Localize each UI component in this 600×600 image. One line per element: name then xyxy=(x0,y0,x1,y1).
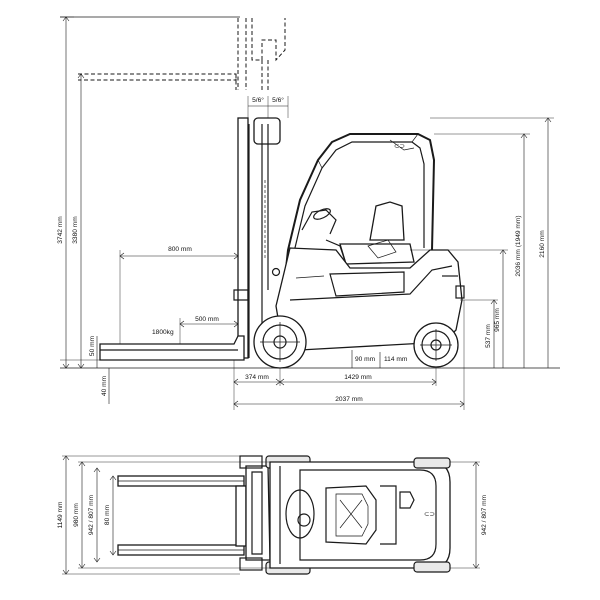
fork-width-label: 80 mm xyxy=(104,504,111,525)
height-max-label: 3742 mm xyxy=(57,216,64,244)
top-carriage xyxy=(235,455,271,571)
lowered-forks xyxy=(99,335,245,361)
overhead-guard-label: 2036 mm (1949 mm) xyxy=(515,215,522,276)
right-height-dimensions xyxy=(410,117,554,368)
ground-clearance-2-label: 114 mm xyxy=(384,356,408,363)
svg-text:⊂⊃: ⊂⊃ xyxy=(424,511,436,518)
mast-tilt-label-2: 5/6° xyxy=(272,96,284,104)
overhead-guard: ⊂⊃ xyxy=(281,133,436,307)
load-center-dimensions xyxy=(119,250,239,344)
front-overhang-label: 374 mm xyxy=(245,374,269,381)
top-forks xyxy=(117,475,245,556)
mast-tilt-label: 5/6° xyxy=(252,96,264,104)
fork-thickness-label: 50 mm xyxy=(89,335,96,356)
operator-area xyxy=(301,201,415,265)
front-wheel xyxy=(253,315,307,369)
mast xyxy=(233,117,281,359)
lowered-label: 40 mm xyxy=(101,375,108,396)
top-rear-wheels xyxy=(413,457,451,573)
top-view: ⊂⊃ 1149 mm 980 mm 942 / 807 mm 80 mm 9 xyxy=(57,455,488,575)
chassis xyxy=(275,247,465,351)
raised-carriage xyxy=(60,16,286,90)
side-view: ⊂⊃ xyxy=(57,16,560,410)
rear-wheel xyxy=(413,322,459,368)
front-track-label: 942 / 807 mm xyxy=(88,494,95,535)
rear-track-label: 942 / 807 mm xyxy=(481,494,488,535)
height-lift-label: 3380 mm xyxy=(72,216,79,244)
length-dimensions xyxy=(233,300,465,410)
load-center-small-label: 500 mm xyxy=(195,316,219,323)
mast-tilt-dimension xyxy=(247,96,289,118)
overall-width-label: 1149 mm xyxy=(57,501,64,529)
total-height-label: 2160 mm xyxy=(539,230,546,258)
top-body: ⊂⊃ xyxy=(269,461,451,569)
seat-height-label: 965 mm xyxy=(494,308,501,332)
left-height-dimensions xyxy=(60,16,110,404)
step-height-label: 537 mm xyxy=(485,324,492,348)
wheelbase-label: 1429 mm xyxy=(344,374,372,381)
fork-carriage-label: 980 mm xyxy=(73,503,80,527)
svg-text:⊂⊃: ⊂⊃ xyxy=(394,143,406,150)
ground-clearance-1-label: 90 mm xyxy=(355,356,376,363)
load-center-label: 800 mm xyxy=(168,246,192,253)
capacity-label: 1800kg xyxy=(152,329,174,336)
top-dimensions xyxy=(62,455,480,575)
overall-length-label: 2037 mm xyxy=(335,396,363,403)
